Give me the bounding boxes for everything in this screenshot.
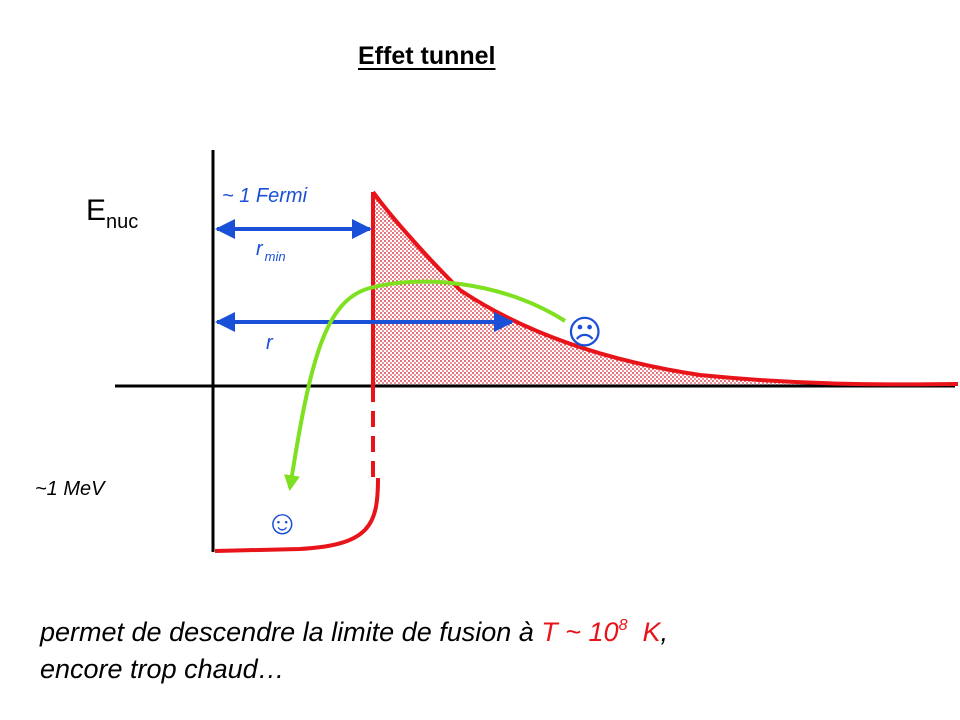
- coulomb-barrier-curve: [371, 190, 959, 387]
- tunneling-path-arrow: [284, 279, 567, 492]
- happy-face-icon: ☺: [265, 504, 300, 542]
- y-axis-label: Enuc: [86, 194, 138, 233]
- nuclear-well-curve: [214, 477, 380, 553]
- caption: permet de descendre la limite de fusion …: [40, 614, 668, 688]
- slide-title: Effet tunnel: [358, 42, 496, 70]
- depth-label: ~1 MeV: [35, 478, 106, 500]
- caption-line-2: encore trop chaud…: [40, 654, 285, 684]
- width-label: ~ 1 Fermi: [222, 185, 308, 207]
- coulomb-barrier-fill: [373, 192, 958, 386]
- caption-line-1: permet de descendre la limite de fusion …: [40, 617, 669, 647]
- sad-face-icon: ☹: [567, 314, 602, 352]
- r-label: r: [266, 332, 274, 354]
